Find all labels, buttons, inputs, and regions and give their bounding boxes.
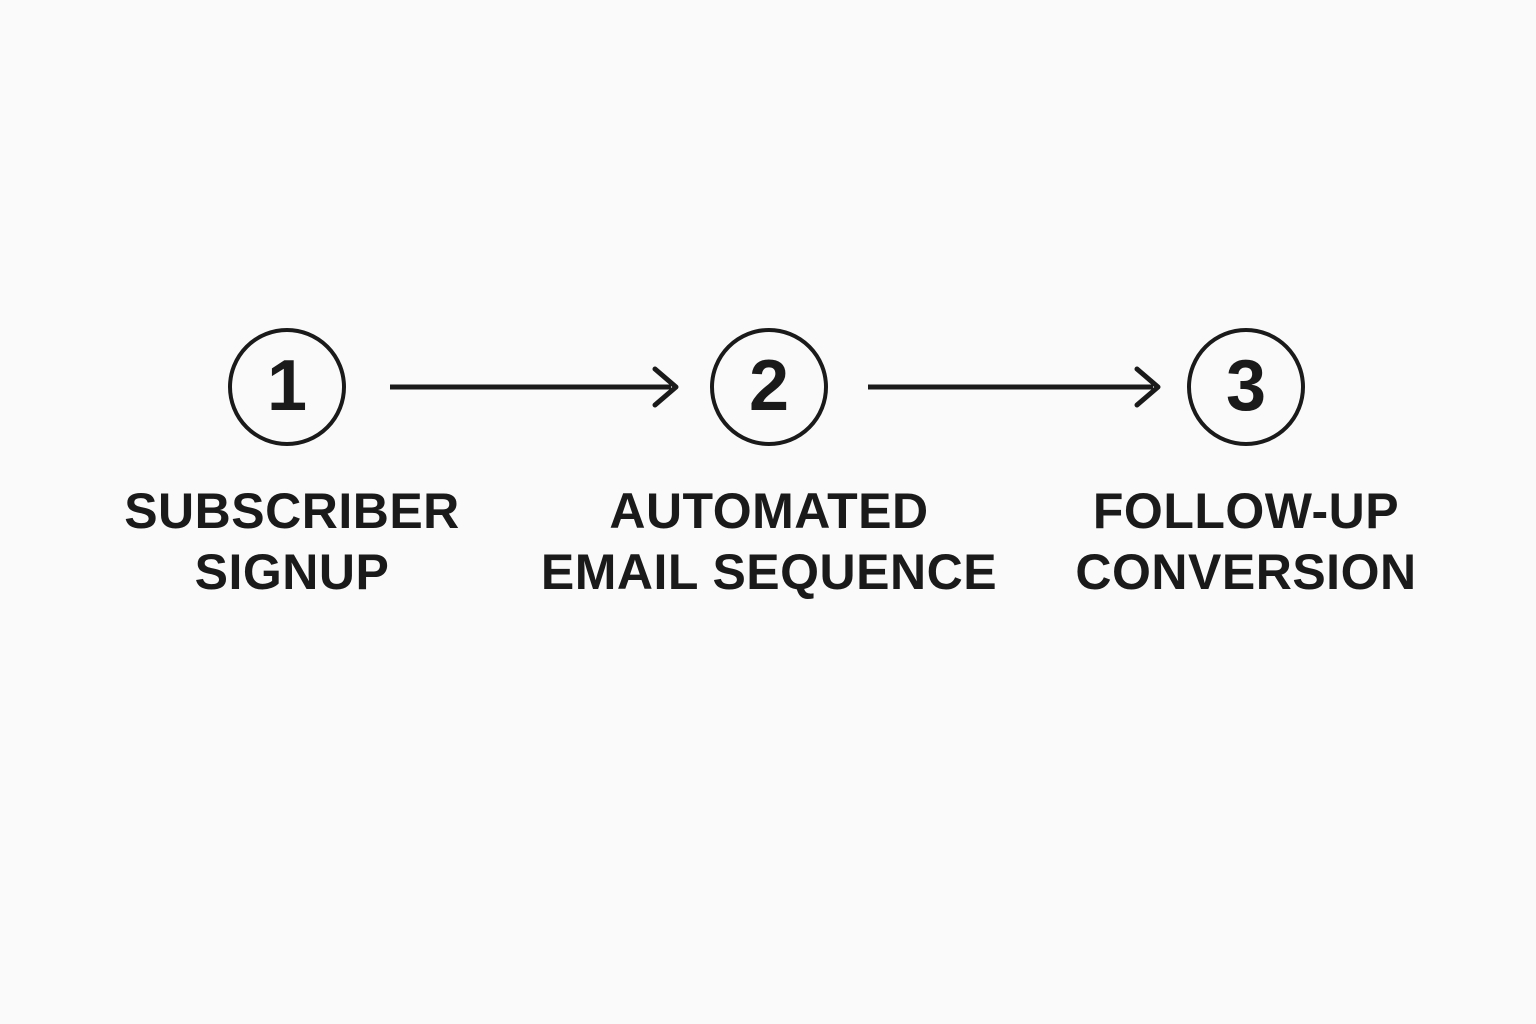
step-1-number: 1 — [266, 346, 308, 426]
step-2-label-line-2: EMAIL SEQUENCE — [540, 544, 998, 600]
step-2-number: 2 — [748, 346, 790, 426]
step-3-label: FOLLOW-UP CONVERSION — [976, 481, 1516, 603]
right-arrow-icon — [868, 366, 1161, 408]
step-3-number: 3 — [1225, 346, 1267, 426]
step-1-label-line-1: SUBSCRIBER — [124, 483, 460, 539]
step-2-circle: 2 — [710, 328, 828, 446]
step-3-label-line-1: FOLLOW-UP — [1092, 483, 1400, 539]
step-1-label-line-2: SIGNUP — [194, 544, 390, 600]
step-2-label: AUTOMATED EMAIL SEQUENCE — [499, 481, 1039, 603]
step-3-circle: 3 — [1187, 328, 1305, 446]
step-3-label-line-2: CONVERSION — [1075, 544, 1417, 600]
step-2-label-line-1: AUTOMATED — [609, 483, 929, 539]
right-arrow-icon — [390, 366, 679, 408]
step-1-label: SUBSCRIBER SIGNUP — [22, 481, 562, 603]
step-1-circle: 1 — [228, 328, 346, 446]
